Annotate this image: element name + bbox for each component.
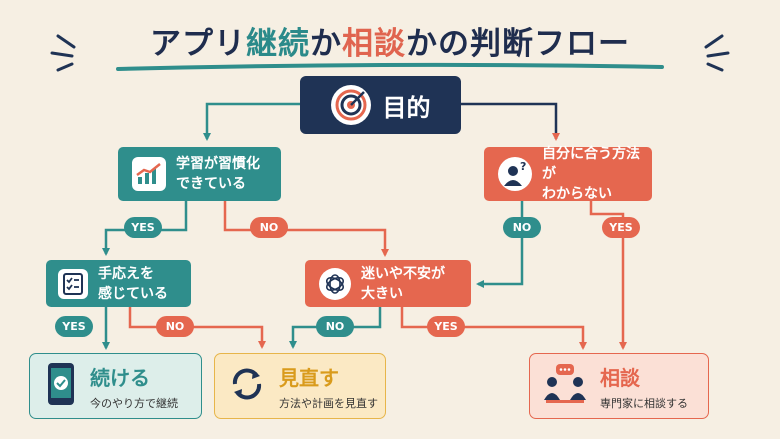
continue-title: 続ける [90, 365, 150, 390]
consultation-icon [542, 362, 588, 410]
response-label-line1: 手応えを [98, 265, 154, 282]
method-label-line2: わからない [542, 186, 612, 202]
phone-check-icon [46, 361, 76, 411]
habit-no-badge: NO [250, 217, 288, 238]
chart-icon [132, 157, 166, 191]
target-icon [330, 85, 371, 125]
response-no-badge: NO [156, 316, 194, 337]
refresh-icon [227, 364, 267, 408]
anxiety-label-line2: 大きい [361, 285, 403, 302]
title-part3: か [310, 26, 342, 62]
review-title: 見直す [279, 365, 339, 390]
consult-subtitle: 専門家に相談する [600, 396, 688, 410]
result-review: 見直す 方法や計画を見直す [214, 353, 386, 419]
method-yes-badge: YES [602, 217, 640, 238]
habit-node: 学習が習慣化 できている [118, 147, 281, 201]
anxiety-no-badge: NO [316, 316, 354, 337]
habit-label-line2: できている [176, 176, 246, 192]
anxiety-node: 迷いや不安が 大きい [305, 260, 471, 307]
habit-label-line1: 学習が習慣化 [176, 156, 260, 172]
response-node: 手応えを 感じている [46, 260, 191, 307]
title-part1: アプリ [150, 26, 246, 62]
anxiety-yes-badge: YES [427, 316, 465, 337]
response-label-line2: 感じている [98, 285, 168, 302]
svg-text:?: ? [520, 160, 526, 173]
anxiety-label-line1: 迷いや不安が [361, 265, 445, 282]
method-node: ? 自分に合う方法が わからない [484, 146, 652, 202]
habit-yes-badge: YES [124, 217, 162, 238]
goal-label: 目的 [382, 93, 431, 122]
goal-node: 目的 [300, 76, 461, 134]
title-part4: 相談 [342, 26, 406, 62]
consult-title: 相談 [600, 365, 640, 390]
accent-marks-left [50, 34, 76, 72]
continue-subtitle: 今のやり方で継続 [90, 396, 178, 410]
method-label-line1: 自分に合う方法が [542, 146, 640, 182]
result-continue: 続ける 今のやり方で継続 [29, 353, 202, 419]
response-yes-badge: YES [55, 316, 93, 337]
question-person-icon: ? [498, 157, 532, 191]
title-part5: かの判断フロー [406, 26, 630, 62]
result-consult: 相談 専門家に相談する [529, 353, 709, 419]
title-part2: 継続 [246, 26, 310, 62]
checklist-icon [58, 268, 88, 299]
review-subtitle: 方法や計画を見直す [279, 396, 378, 410]
tangle-icon [319, 267, 351, 300]
title-underline [116, 62, 664, 71]
accent-marks-right [704, 34, 730, 72]
method-no-badge: NO [503, 217, 541, 238]
page-title: アプリ継続か相談かの判断フロー [0, 18, 780, 63]
